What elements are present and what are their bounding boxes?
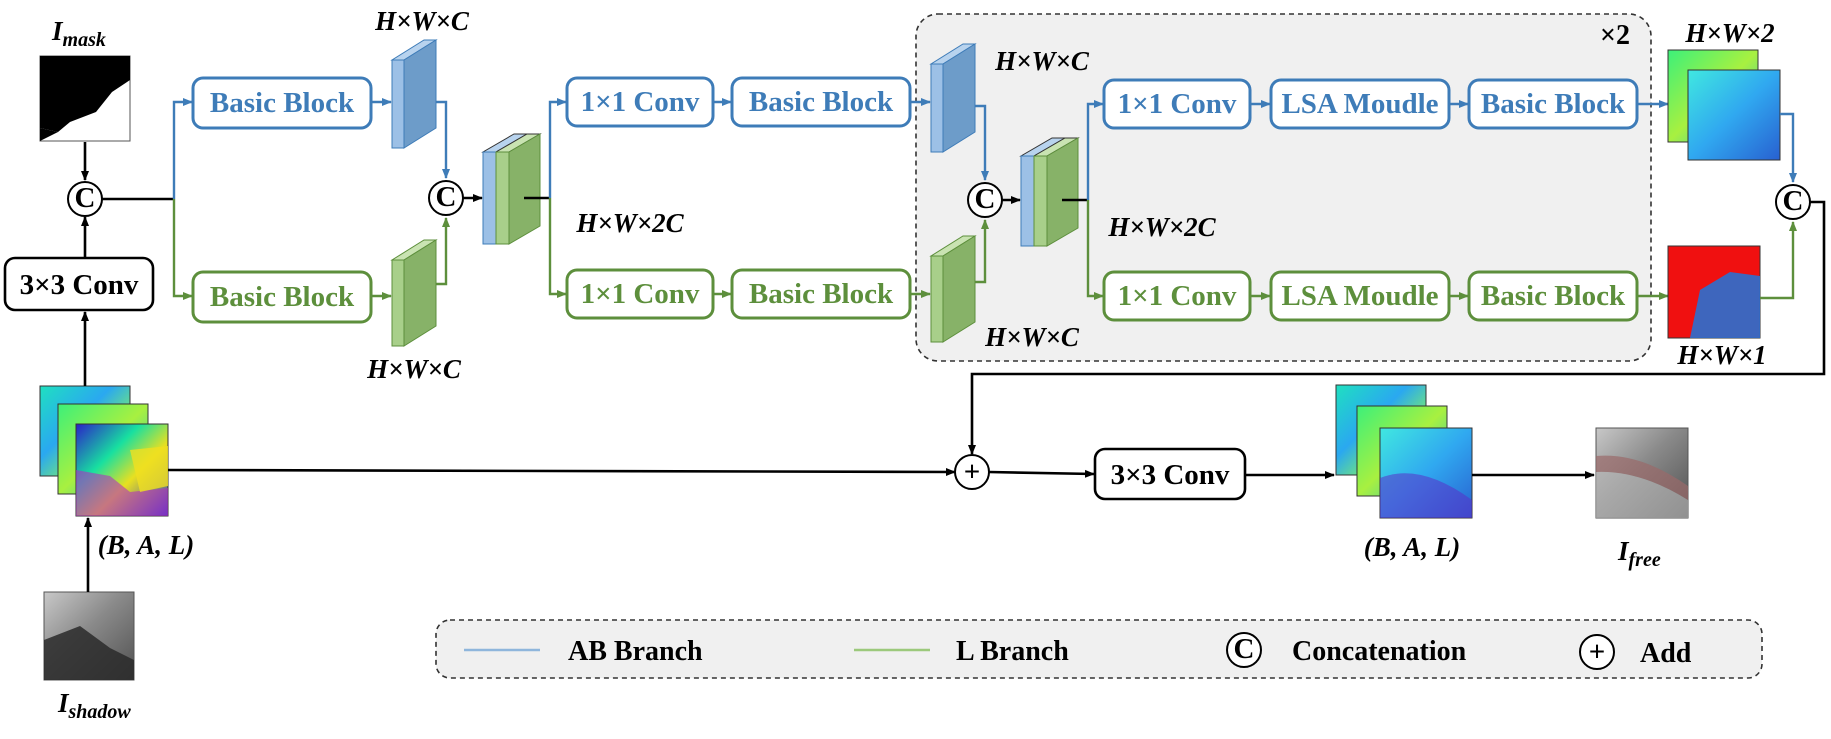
dim-label-hwc-top-1: H×W×C [374,6,470,36]
svg-text:LSA Moudle: LSA Moudle [1281,88,1438,120]
conv1x1-l-1: 1×1 Conv [565,268,715,320]
legend-concat-label: Concatenation [1292,636,1467,667]
feature-slab-l-1 [390,239,438,347]
lsa-module-ab: LSA Moudle [1269,78,1451,130]
legend-add-label: Add [1640,638,1692,669]
feature-slab-l-2 [929,235,977,343]
svg-text:C: C [975,183,996,215]
dim-label-hwc-top-2: H×W×C [994,46,1090,76]
repeat-label: ×2 [1600,20,1630,51]
concat-symbol-input: C [67,181,103,217]
concat-stack-2 [1019,137,1080,247]
basic-block-ab-1: Basic Block [191,76,373,130]
legend-concat-icon: C [1226,632,1262,668]
legend-add-icon: + [1579,634,1615,670]
feature-slab-ab-1 [390,39,438,149]
bal-label-input: (B, A, L) [98,530,195,560]
concat-stack-1 [481,133,542,245]
svg-text:3×3 Conv: 3×3 Conv [20,269,139,301]
concat-symbol-2: C [967,182,1003,218]
dim-label-hwc-bottom-1: H×W×C [366,354,462,384]
lsa-module-l: LSA Moudle [1269,270,1451,322]
svg-text:C: C [1783,185,1804,217]
svg-text:1×1 Conv: 1×1 Conv [1118,280,1237,312]
dim-label-hw2c-1: H×W×2C [575,208,684,238]
svg-text:1×1 Conv: 1×1 Conv [581,86,700,118]
svg-text:Basic Block: Basic Block [210,87,355,119]
conv1x1-l-2: 1×1 Conv [1102,270,1252,322]
basic-block-ab-2: Basic Block [730,76,912,128]
mask-label: Imask [51,16,106,51]
dim-label-hw2: H×W×2 [1684,18,1774,48]
svg-text:Basic Block: Basic Block [1481,280,1626,312]
final-conv-block: 3×3 Conv [1093,447,1247,501]
shadow-image [43,591,135,681]
basic-block-l-2: Basic Block [730,268,912,320]
mask-image [39,55,131,142]
legend-box [435,619,1763,679]
svg-text:1×1 Conv: 1×1 Conv [581,278,700,310]
svg-text:+: + [1589,636,1606,668]
legend-ab-label: AB Branch [568,636,703,667]
svg-text:+: + [964,456,981,488]
free-label: Ifree [1617,536,1661,571]
feature-slab-ab-2 [929,43,977,153]
svg-text:Basic Block: Basic Block [749,278,894,310]
dim-label-hwc-bottom-2: H×W×C [984,322,1080,352]
svg-text:Basic Block: Basic Block [210,281,355,313]
basic-block-ab-3: Basic Block [1467,78,1639,130]
bal-label-output: (B, A, L) [1364,532,1461,562]
conv1x1-ab-1: 1×1 Conv [565,76,715,128]
svg-text:C: C [436,181,457,213]
svg-text:Basic Block: Basic Block [749,86,894,118]
add-symbol: + [954,454,990,490]
free-image [1595,427,1689,519]
svg-text:1×1 Conv: 1×1 Conv [1118,88,1237,120]
svg-text:3×3 Conv: 3×3 Conv [1111,459,1230,491]
basic-block-l-3: Basic Block [1467,270,1639,322]
stem-conv-block: 3×3 Conv [3,256,155,312]
l-output-map [1667,245,1761,339]
svg-text:C: C [1234,633,1255,665]
legend-l-label: L Branch [956,636,1069,667]
dim-label-hw2c-2: H×W×2C [1107,212,1216,242]
svg-text:Basic Block: Basic Block [1481,88,1626,120]
bal-stack-output [1335,384,1473,519]
concat-symbol-output: C [1775,184,1811,220]
basic-block-l-1: Basic Block [191,270,373,324]
shadow-label: Ishadow [57,688,131,723]
dim-label-hw1: H×W×1 [1676,340,1766,370]
bal-stack-input [39,385,169,517]
conv1x1-ab-2: 1×1 Conv [1102,78,1252,130]
svg-text:C: C [75,182,96,214]
concat-symbol-1: C [428,180,464,216]
svg-text:LSA Moudle: LSA Moudle [1281,280,1438,312]
ab-output-maps [1667,49,1781,161]
